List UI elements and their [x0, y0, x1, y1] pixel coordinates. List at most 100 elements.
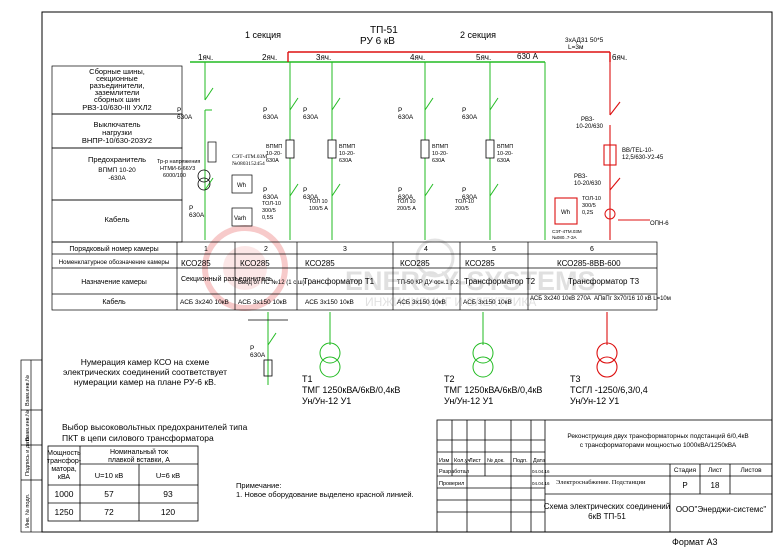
- cell-label-5: 5яч.: [476, 53, 491, 62]
- diagram-label: Р: [250, 345, 254, 352]
- diagram-label: 630А: [177, 114, 193, 121]
- diagram-label: Трансформатор Т3: [568, 277, 640, 286]
- diagram-label: 630А: [303, 194, 319, 201]
- diagram-label: секционные: [96, 74, 138, 83]
- diagram-label: ВПМП: [432, 144, 448, 150]
- diagram-label: ВНПР-10/630-203У2: [82, 136, 152, 145]
- diagram-label: 120: [161, 507, 175, 517]
- diagram-label: 93: [163, 489, 173, 499]
- diagram-label: Wh: [561, 210, 570, 216]
- aux-cable-line2: L=3м: [568, 44, 584, 51]
- diagram-label: ВПМП: [339, 144, 355, 150]
- diagram-label: Кабель: [102, 298, 126, 306]
- watermark: ENERGY-SYSTEMS ИНЖИНИРИНГ И ЭЛЕКТРИКА: [202, 225, 596, 311]
- diagram-label: ТОЛ-10: [262, 201, 281, 207]
- diagram-label: РВЗ-: [574, 174, 587, 180]
- diagram-label: 630А: [339, 158, 352, 164]
- cell-label-2: 2яч.: [262, 53, 277, 62]
- transformer-t1-symbol: [319, 342, 341, 378]
- diagram-label: 10-20-: [266, 151, 282, 157]
- diagram-label: 04.04.16: [532, 469, 550, 474]
- diagram-label: 200/5: [455, 206, 469, 212]
- diagram-label: Лист: [469, 458, 481, 464]
- diagram-label: 10-20/630: [574, 181, 602, 187]
- diagram-label: U=10 кВ: [95, 471, 124, 480]
- watermark-brand: ENERGY-SYSTEMS: [345, 266, 596, 296]
- diagram-label: ТМГ 1250кВА/6кВ/0,4кВ: [444, 385, 542, 395]
- fuse-table: [47, 445, 199, 522]
- diagram-label: № док.: [487, 458, 505, 464]
- diagram-label: Wh: [237, 183, 246, 189]
- aux-cable-line1: 3хАД31 50*5: [565, 37, 604, 44]
- diagram-label: РВЗ-10/630-III УХЛ2: [82, 103, 151, 112]
- diagram-label: Р: [177, 107, 181, 114]
- section-1-label: 1 секция: [245, 30, 281, 40]
- diagram-label: U=6 кВ: [156, 471, 180, 480]
- diagram-label: 10-20-: [339, 151, 355, 157]
- diagram-label: -630А: [108, 175, 126, 182]
- diagram-label: Р: [462, 187, 466, 194]
- cell-label-1: 1яч.: [198, 53, 213, 62]
- diagram-label: Взам.инв.№: [25, 410, 31, 441]
- transformer-t3-symbol: [596, 312, 618, 378]
- diagram-label: 630А: [266, 158, 279, 164]
- diagram-label: КСО285: [400, 259, 430, 268]
- diagram-label: Нумерация камер КСО на схеме: [81, 357, 210, 367]
- diagram-label: 6кВ ТП-51: [588, 512, 626, 521]
- drawing-frame: [41, 11, 773, 533]
- diagram-label: Т3: [570, 374, 581, 384]
- diagram-label: 10-20-: [497, 151, 513, 157]
- diagram-label: электрических соединений соответствует: [63, 367, 227, 377]
- diagram-label: 10-20/630: [576, 124, 604, 130]
- substation-name: ТП-51: [370, 25, 398, 36]
- diagram-label: ТСГЛ -1250/6,3/0,4: [570, 385, 648, 395]
- diagram-label: ТОЛ-10: [455, 199, 474, 205]
- fuse-table-title: Выбор высоковольтных предохранителей тип…: [62, 422, 248, 443]
- diagram-label: ТОЛ 10: [309, 199, 328, 205]
- diagram-label: Ун/Ун-12 У1: [302, 396, 351, 406]
- diagram-label: 630А: [398, 114, 414, 121]
- diagram-label: Мощность: [47, 450, 81, 457]
- diagram-label: 72: [104, 507, 114, 517]
- diagram-label: Листов: [740, 467, 762, 474]
- diagram-label: Выбор высоковольтных предохранителей тип…: [62, 422, 248, 432]
- diagram-label: 630А: [432, 158, 445, 164]
- cell-label-4: 4яч.: [410, 53, 425, 62]
- diagram-label: Р: [189, 205, 193, 212]
- diagram-label: 300/5: [262, 208, 276, 214]
- diagram-label: 200/5 А: [397, 206, 416, 212]
- diagram-label: нагрузки: [102, 128, 132, 137]
- diagram-label: Трансформатор Т1: [303, 277, 375, 286]
- diagram-label: Номинальный ток: [110, 448, 169, 456]
- diagram-label: ОПН-6: [650, 221, 669, 227]
- diagram-label: Т1: [302, 374, 313, 384]
- watermark-tagline: ИНЖИНИРИНГ И ЭЛЕКТРИКА: [365, 295, 536, 309]
- diagram-label: №0803152454: [232, 161, 265, 167]
- diagram-label: СЭТ-4ТМ.03М: [552, 229, 582, 234]
- diagram-label: Подпись и дата: [25, 436, 31, 476]
- diagram-label: 630А: [462, 194, 478, 201]
- diagram-label: 1000: [55, 489, 74, 499]
- numbering-note: Нумерация камер КСО на схеме электрическ…: [63, 357, 227, 387]
- busbar-rating: 630 А: [517, 52, 539, 61]
- diagram-label: Р: [303, 187, 307, 194]
- diagram-label: Подп.: [513, 458, 528, 464]
- diagram-label: ВПМП 10-20: [98, 167, 136, 174]
- cell-label-3: 3яч.: [316, 53, 331, 62]
- diagram-label: ВПМП: [266, 144, 282, 150]
- diagram-label: матора,: [51, 466, 76, 473]
- diagram-label: с трансформаторами мощностью 1000кВА/125…: [580, 442, 737, 449]
- diagram-label: КСО285: [240, 259, 270, 268]
- diagram-label: 5: [492, 246, 496, 253]
- diagram-label: КСО285: [465, 259, 495, 268]
- diagram-label: Р: [398, 187, 402, 194]
- diagram-label: АСБ 3х150 10кВ: [238, 299, 287, 306]
- diagram-label: Ун/Ун-12 У1: [444, 396, 493, 406]
- diagram-label: Т2: [444, 374, 455, 384]
- diagram-label: ТОЛ 10: [397, 199, 416, 205]
- diagram-label: 4: [424, 246, 428, 253]
- diagram-label: Инв. № подл.: [25, 493, 31, 528]
- diagram-label: Р: [682, 481, 687, 490]
- diagram-label: Схема электрических соединений: [544, 502, 670, 511]
